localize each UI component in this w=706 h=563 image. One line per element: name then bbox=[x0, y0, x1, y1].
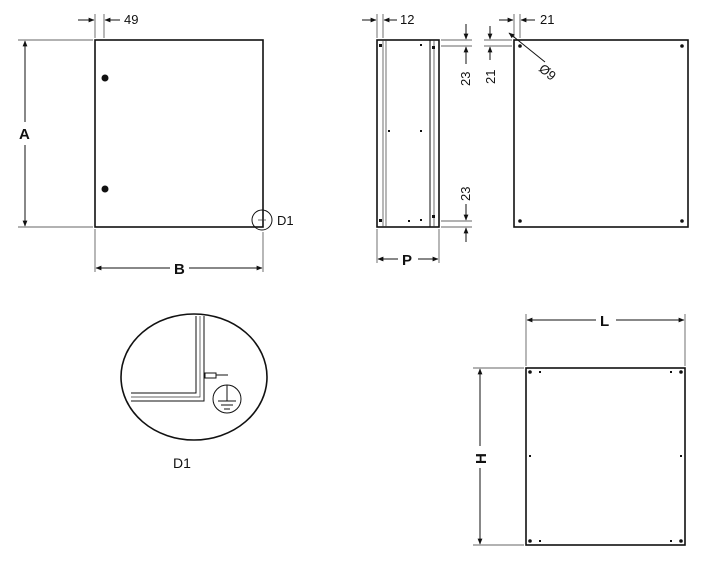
dim-bottom-offset-23: 23 bbox=[458, 187, 473, 201]
door-hinge-top bbox=[101, 74, 109, 82]
dim-top-offset-23: 23 bbox=[458, 72, 473, 86]
dim-hole-diameter: Ø9 bbox=[536, 61, 559, 84]
door-hinge-bottom bbox=[101, 185, 109, 193]
dim-plate-height-h: H bbox=[473, 453, 490, 464]
back-panel-outline bbox=[513, 39, 689, 228]
dim-hole-offset-x-21: 21 bbox=[540, 12, 554, 27]
dim-flange-12: 12 bbox=[400, 12, 414, 27]
mounting-plate-outline bbox=[525, 367, 686, 546]
dim-depth-p: P bbox=[402, 252, 412, 269]
front-view: D1 49 A B bbox=[18, 12, 294, 278]
detail-magnifier-circle bbox=[120, 313, 268, 441]
front-door-outline bbox=[94, 39, 264, 228]
detail-d1-callout bbox=[251, 209, 273, 231]
detail-d1-marker: D1 bbox=[277, 213, 294, 228]
dim-hinge-offset: 49 bbox=[124, 12, 138, 27]
back-view: 21 21 Ø9 bbox=[483, 12, 689, 228]
detail-d1-title: D1 bbox=[173, 455, 191, 471]
detail-d1-view: D1 bbox=[120, 313, 268, 471]
dim-width-b: B bbox=[174, 261, 185, 278]
mounting-plate-view: L H bbox=[473, 313, 686, 546]
dim-height-a: A bbox=[19, 126, 30, 143]
side-view: 12 23 23 P bbox=[362, 12, 473, 269]
dim-plate-width-l: L bbox=[600, 313, 609, 330]
dim-hole-offset-y-21: 21 bbox=[483, 70, 498, 84]
